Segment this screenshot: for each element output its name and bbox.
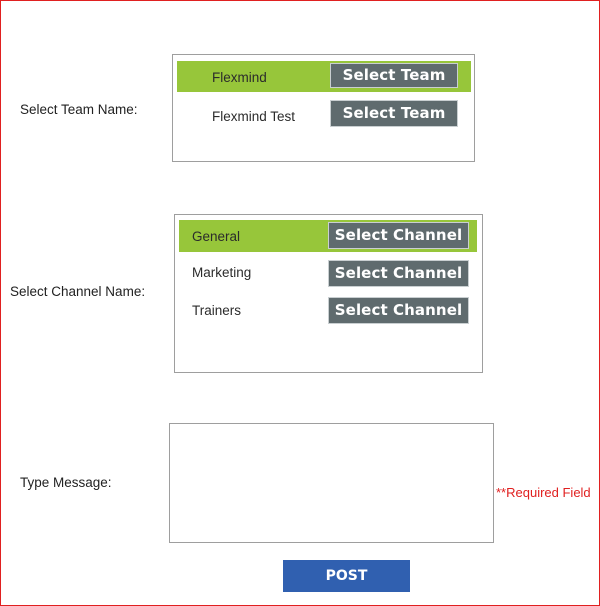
team-list-box: Flexmind Select Team Flexmind Test Selec…	[172, 54, 475, 162]
post-button[interactable]: POST	[283, 560, 410, 592]
team-row-flexmind-test[interactable]: Flexmind Test Select Team	[177, 99, 471, 130]
select-channel-button[interactable]: Select Channel	[328, 222, 469, 249]
select-channel-button[interactable]: Select Channel	[328, 260, 469, 287]
required-field-note: **Required Field	[496, 485, 591, 500]
team-name-label: Select Team Name:	[20, 102, 138, 117]
channel-row-trainers[interactable]: Trainers Select Channel	[179, 295, 477, 327]
team-name: Flexmind Test	[212, 109, 296, 124]
channel-name: Trainers	[192, 303, 242, 318]
team-name: Flexmind	[212, 70, 267, 85]
channel-list-box: General Select Channel Marketing Select …	[174, 214, 483, 373]
team-row-flexmind[interactable]: Flexmind Select Team	[177, 61, 471, 92]
select-team-button[interactable]: Select Team	[330, 100, 458, 127]
channel-name-label: Select Channel Name:	[10, 284, 146, 299]
select-team-button[interactable]: Select Team	[330, 63, 458, 88]
channel-name: General	[192, 229, 241, 244]
message-textarea[interactable]	[169, 423, 494, 543]
channel-row-general[interactable]: General Select Channel	[179, 220, 477, 252]
type-message-label: Type Message:	[20, 475, 112, 490]
channel-name: Marketing	[192, 265, 252, 280]
channel-row-marketing[interactable]: Marketing Select Channel	[179, 258, 477, 290]
select-channel-button[interactable]: Select Channel	[328, 297, 469, 324]
